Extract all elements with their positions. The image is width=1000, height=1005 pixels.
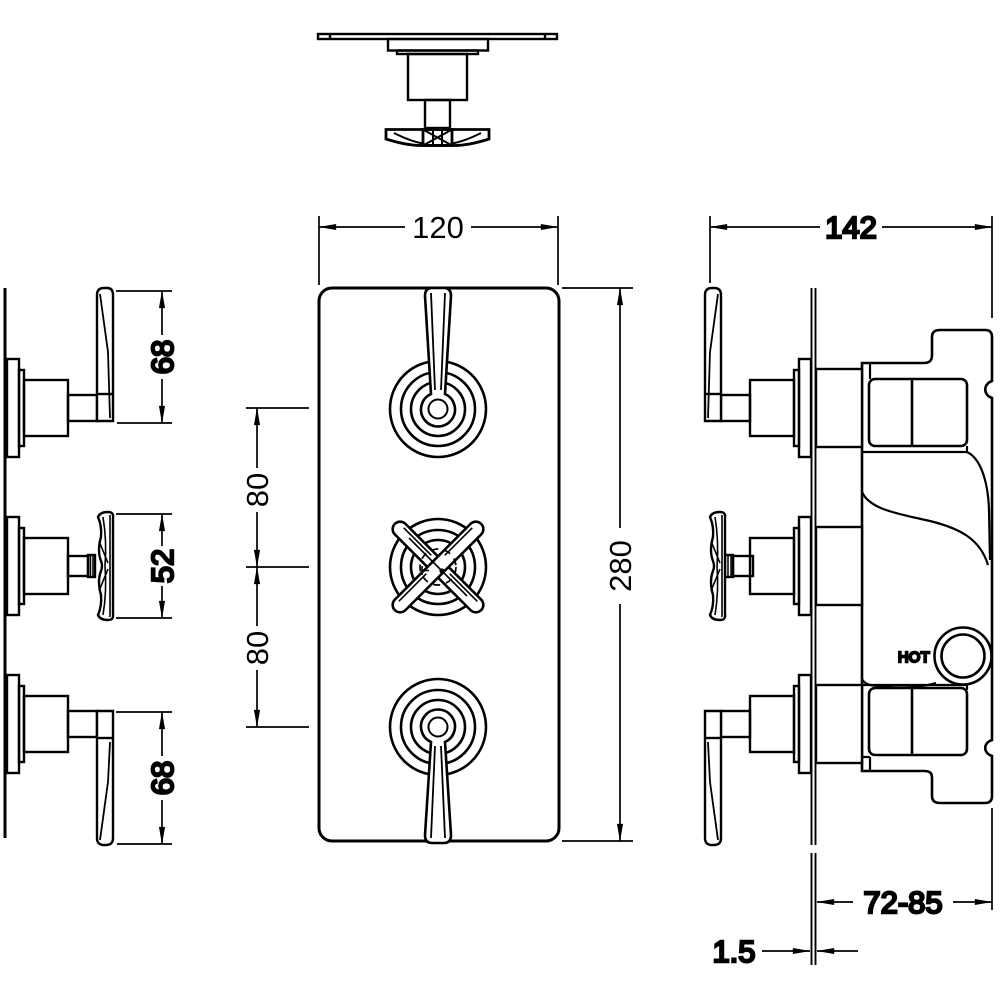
top-view-cross-handle — [384, 128, 491, 147]
top-view-stem — [423, 98, 452, 130]
dim-front-spacing — [246, 407, 309, 728]
top-view-valve-body — [406, 52, 469, 102]
dim-front-upper-spacing-label: 80 — [240, 473, 275, 507]
front-top-lever-control — [388, 286, 488, 459]
front-view: 120 280 80 80 — [240, 210, 638, 845]
top-view-flange — [386, 37, 490, 52]
dim-left-bottom-label: 68 — [145, 761, 180, 795]
dim-left-top-label: 68 — [145, 340, 180, 374]
dim-plate-thickness-label: 1.5 — [712, 934, 755, 969]
valve-body-outline — [860, 328, 994, 805]
dim-recess-depth — [816, 808, 993, 910]
right-valve-body — [860, 328, 994, 805]
left-top-lever-assembly — [5, 286, 115, 459]
hot-inlet-port — [933, 626, 993, 686]
front-bottom-lever-control — [388, 677, 488, 845]
right-bottom-lever-assembly — [703, 673, 813, 847]
right-side-view: 142 HOT — [703, 209, 994, 970]
lever-handle-down — [419, 708, 457, 845]
left-bottom-lever-assembly — [5, 673, 115, 847]
left-side-view: 68 52 68 — [3, 286, 181, 847]
left-cross-assembly — [5, 510, 115, 622]
top-view — [316, 32, 559, 147]
dim-front-lower-spacing-label: 80 — [240, 631, 275, 665]
dim-front-width — [318, 216, 559, 285]
right-cross-assembly — [708, 510, 813, 622]
right-cartridge-blocks — [814, 367, 864, 765]
dim-right-depth-label: 142 — [825, 210, 877, 245]
front-cross-control — [388, 517, 488, 617]
outlet-port-bottom — [867, 686, 969, 757]
dim-front-height — [562, 287, 633, 842]
outlet-port-top — [867, 377, 969, 448]
lever-handle-up — [419, 286, 457, 428]
dim-right-depth — [709, 216, 993, 318]
dim-left-middle-label: 52 — [145, 549, 180, 583]
right-top-lever-assembly — [703, 286, 813, 459]
dim-front-width-label: 120 — [412, 210, 464, 245]
dim-left-projections — [116, 290, 172, 845]
dim-recess-depth-label: 72-85 — [863, 885, 942, 920]
hot-inlet-label: HOT — [898, 650, 930, 666]
dim-front-height-label: 280 — [603, 540, 638, 592]
